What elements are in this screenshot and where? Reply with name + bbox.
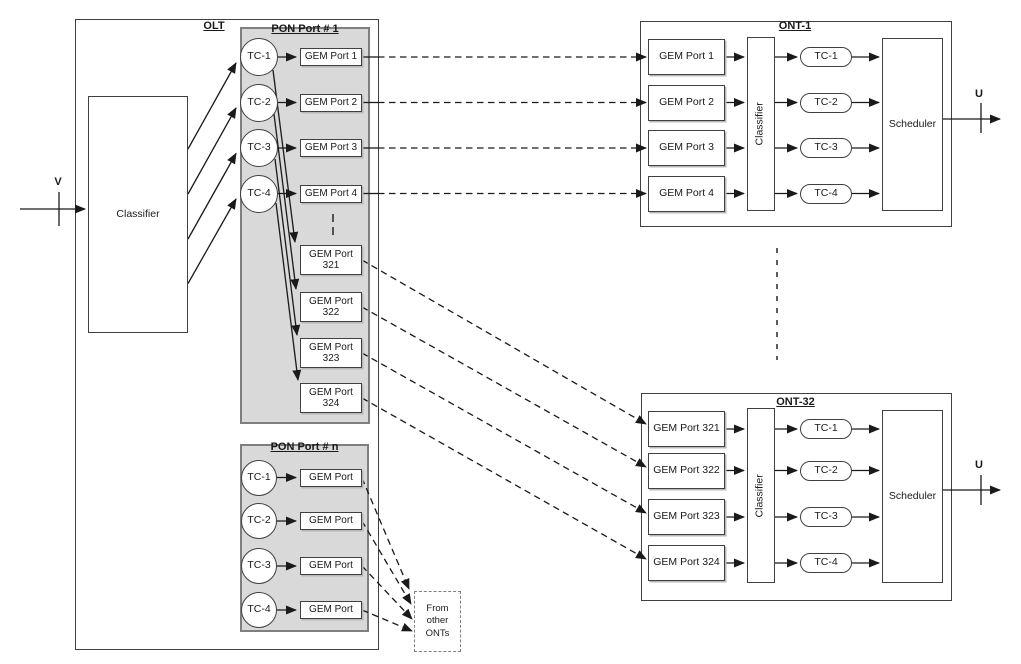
pon1-tc-queue: TC-1	[240, 38, 278, 76]
pon1-gem-port: GEM Port 1	[300, 48, 362, 66]
ponn-gem-port: GEM Port	[300, 601, 362, 619]
ont1-box	[640, 21, 952, 227]
ponn-gem-port: GEM Port	[300, 512, 362, 530]
olt-classifier-box: Classifier	[88, 96, 188, 333]
ponn-gem-port: GEM Port	[300, 468, 362, 487]
ont32-title: ONT-32	[776, 396, 815, 408]
ponn-tc-queue: TC-1	[241, 460, 277, 496]
ont1-gem-port: GEM Port 1	[648, 39, 725, 75]
from-other-onts-box: From other ONTs	[414, 591, 461, 652]
pon1-gem-port: GEM Port 3	[300, 139, 362, 157]
ponn-tc-queue: TC-4	[241, 592, 277, 628]
ont1-classifier-box: Classifier	[747, 37, 775, 211]
ont1-scheduler-box: Scheduler	[882, 38, 943, 211]
ont1-gem-port: GEM Port 2	[648, 84, 725, 121]
ont32-tc-queue: TC-3	[800, 507, 852, 527]
pon1-gem-port-high: GEM Port 323	[300, 338, 362, 368]
ont32-tc-queue: TC-2	[800, 460, 852, 481]
olt-title: OLT	[203, 20, 225, 32]
ont1-gem-port: GEM Port 3	[648, 130, 725, 166]
pon1-tc-queue: TC-3	[240, 129, 278, 167]
ont32-classifier-box: Classifier	[747, 408, 775, 583]
pon1-tc-queue: TC-2	[240, 83, 278, 122]
ont1-output-label: U	[975, 88, 983, 100]
continuation-separators	[332, 214, 778, 360]
pon1-gem-port-high: GEM Port 324	[300, 383, 362, 413]
ont1-tc-queue: TC-1	[800, 47, 852, 67]
ont32-tc-queue: TC-4	[800, 553, 852, 573]
ont32-gem-port: GEM Port 322	[648, 452, 725, 489]
pon1-tc-queue: TC-4	[240, 174, 278, 213]
olt-to-ont32-links	[361, 259, 647, 560]
ponn-tc-queue: TC-3	[241, 548, 277, 584]
olt-input-label: V	[54, 176, 62, 188]
pon1-gem-port: GEM Port 2	[300, 93, 362, 112]
ont1-classifier-label: Classifier	[754, 102, 767, 146]
ont32-output-label: U	[975, 459, 983, 471]
ont32-gem-port: GEM Port 321	[648, 411, 725, 447]
olt-to-ont1-links	[378, 52, 647, 198]
ont1-tc-queue: TC-4	[800, 183, 852, 204]
pon1-gem-port-high: GEM Port 322	[300, 292, 362, 322]
ont1-tc-queue: TC-3	[800, 138, 852, 158]
ont1-tc-queue: TC-2	[800, 92, 852, 113]
ont32-tc-queue: TC-1	[800, 419, 852, 439]
ont32-scheduler-box: Scheduler	[882, 410, 943, 583]
ont32-gem-port: GEM Port 324	[648, 545, 725, 581]
ont1-title: ONT-1	[778, 20, 812, 32]
pon1-gem-port-high: GEM Port 321	[300, 245, 362, 275]
ont1-gem-port: GEM Port 4	[648, 175, 725, 212]
ont32-gem-port: GEM Port 323	[648, 499, 725, 535]
ont32-classifier-label: Classifier	[754, 473, 767, 518]
ponn-gem-port: GEM Port	[300, 557, 362, 575]
ponn-tc-queue: TC-2	[241, 503, 277, 539]
pon-port-1-title: PON Port # 1	[271, 23, 339, 35]
pon1-gem-port: GEM Port 4	[300, 184, 362, 203]
pon-port-n-title: PON Port # n	[270, 441, 339, 453]
